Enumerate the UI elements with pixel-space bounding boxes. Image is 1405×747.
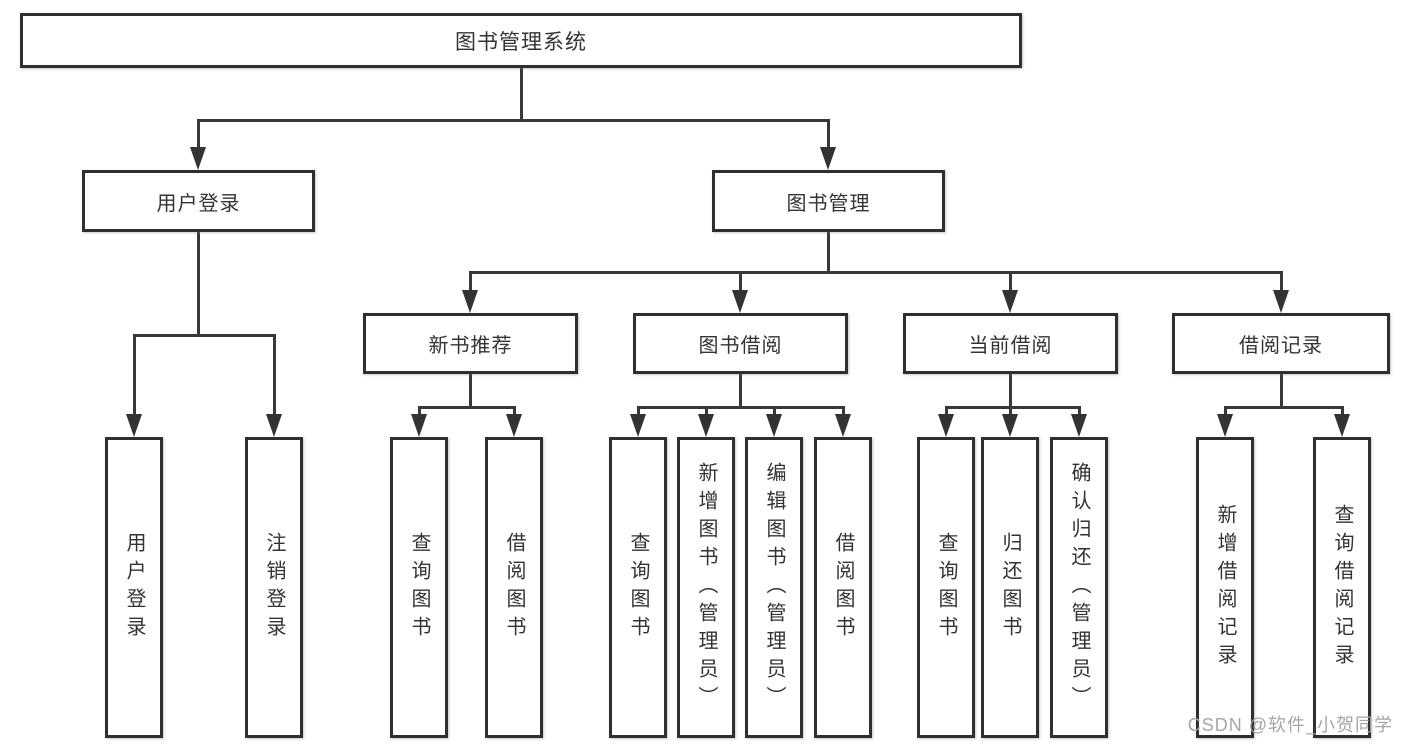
node-current-borrow: 当前借阅 [903, 313, 1118, 374]
connector-root-stem [520, 68, 523, 121]
node-book-borrow: 图书借阅 [633, 313, 848, 374]
leaf-label: 借阅图书 [832, 531, 854, 644]
arrowhead-book-borrow [732, 290, 748, 313]
connector-current-borrow-stem [1009, 374, 1012, 408]
arrowhead-bb-query [630, 414, 646, 437]
connector-drop-new-book-rec [469, 271, 472, 293]
node-br-add-record: 新增借阅记录 [1196, 437, 1254, 738]
connector-book-borrow-stem [739, 374, 742, 408]
connector-borrow-record-bus [1224, 406, 1344, 409]
node-book-borrow-label: 图书借阅 [698, 335, 783, 357]
connector-drop-user-login [197, 119, 200, 150]
connector-drop-bb-query [637, 406, 640, 418]
arrowhead-br-query [1334, 414, 1350, 437]
arrowhead-borrow-record [1273, 290, 1289, 313]
connector-drop-bb-add [705, 406, 708, 418]
connector-drop-rec-borrow [513, 406, 516, 418]
connector-drop-bb-edit [773, 406, 776, 418]
node-new-book-rec-label: 新书推荐 [428, 335, 513, 357]
node-bb-edit-books: 编辑图书（管理员） [745, 437, 803, 738]
node-leaf-logout: 注销登录 [245, 437, 303, 738]
arrowhead-bb-edit [766, 414, 782, 437]
node-root: 图书管理系统 [20, 13, 1022, 68]
node-root-label: 图书管理系统 [455, 30, 587, 54]
leaf-label: 确认归还（管理员） [1068, 461, 1090, 714]
leaf-label: 查询图书 [935, 531, 957, 644]
arrowhead-new-book-rec [462, 290, 478, 313]
arrowhead-leaf-logout [266, 414, 282, 437]
connector-current-borrow-bus [945, 406, 1081, 409]
connector-drop-br-query [1341, 406, 1344, 418]
connector-new-book-rec-stem [469, 374, 472, 408]
arrowhead-current-borrow [1002, 290, 1018, 313]
leaf-label: 归还图书 [999, 531, 1021, 644]
watermark: CSDN @软件_小贺同学 [1187, 715, 1393, 735]
arrowhead-rec-query [411, 414, 427, 437]
node-book-mgmt: 图书管理 [712, 170, 945, 232]
connector-drop-cb-query [945, 406, 948, 418]
connector-borrow-record-stem [1280, 374, 1283, 408]
node-borrow-record-label: 借阅记录 [1239, 335, 1323, 357]
connector-user-login-bus [133, 334, 276, 337]
node-user-login: 用户登录 [82, 170, 315, 232]
arrowhead-cb-confirm [1071, 414, 1087, 437]
connector-drop-book-mgmt [827, 119, 830, 150]
node-new-book-rec: 新书推荐 [363, 313, 578, 374]
node-rec-borrow-books: 借阅图书 [485, 437, 543, 738]
connector-book-mgmt-bus [469, 271, 1283, 274]
node-current-borrow-label: 当前借阅 [968, 335, 1053, 357]
node-br-query-record: 查询借阅记录 [1313, 437, 1371, 738]
connector-drop-br-add [1224, 406, 1227, 418]
connector-drop-leaf-logout [273, 334, 276, 416]
leaf-label: 注销登录 [263, 531, 285, 644]
node-bb-borrow-books: 借阅图书 [814, 437, 872, 738]
leaf-label: 借阅图书 [503, 531, 525, 644]
connector-book-mgmt-stem [827, 232, 830, 273]
connector-new-book-rec-bus [418, 406, 516, 409]
connector-drop-borrow-record [1280, 271, 1283, 293]
connector-drop-rec-query [418, 406, 421, 418]
leaf-label: 编辑图书（管理员） [763, 461, 785, 714]
connector-drop-current-borrow [1009, 271, 1012, 293]
node-cb-query-books: 查询图书 [917, 437, 975, 738]
node-user-login-label: 用户登录 [156, 192, 241, 215]
arrowhead-bb-add [698, 414, 714, 437]
connector-drop-cb-confirm [1078, 406, 1081, 418]
leaf-label: 查询图书 [408, 531, 430, 644]
node-rec-query-books: 查询图书 [390, 437, 448, 738]
leaf-label: 查询借阅记录 [1331, 503, 1353, 672]
node-borrow-record: 借阅记录 [1172, 313, 1390, 374]
arrowhead-bb-borrow [835, 414, 851, 437]
node-bb-query-books: 查询图书 [609, 437, 667, 738]
arrowhead-leaf-user-login [126, 414, 142, 437]
connector-drop-bb-borrow [842, 406, 845, 418]
connector-root-bus [197, 119, 829, 122]
arrowhead-br-add [1217, 414, 1233, 437]
node-leaf-user-login: 用户登录 [105, 437, 163, 738]
leaf-label: 新增图书（管理员） [695, 461, 717, 714]
node-cb-confirm-return: 确认归还（管理员） [1050, 437, 1108, 738]
connector-drop-leaf-user-login [133, 334, 136, 416]
leaf-label: 用户登录 [123, 531, 145, 644]
connector-book-borrow-bus [637, 406, 845, 409]
connector-user-login-stem [197, 232, 200, 336]
leaf-label: 新增借阅记录 [1214, 503, 1236, 672]
leaf-label: 查询图书 [627, 531, 649, 644]
arrowhead-user-login [190, 147, 206, 170]
node-bb-add-books: 新增图书（管理员） [677, 437, 735, 738]
connector-drop-book-borrow [739, 271, 742, 293]
arrowhead-cb-return [1002, 414, 1018, 437]
node-book-mgmt-label: 图书管理 [786, 192, 871, 215]
arrowhead-rec-borrow [506, 414, 522, 437]
arrowhead-cb-query [938, 414, 954, 437]
connector-drop-cb-return [1009, 406, 1012, 418]
node-cb-return-books: 归还图书 [981, 437, 1039, 738]
arrowhead-book-mgmt [820, 147, 836, 170]
